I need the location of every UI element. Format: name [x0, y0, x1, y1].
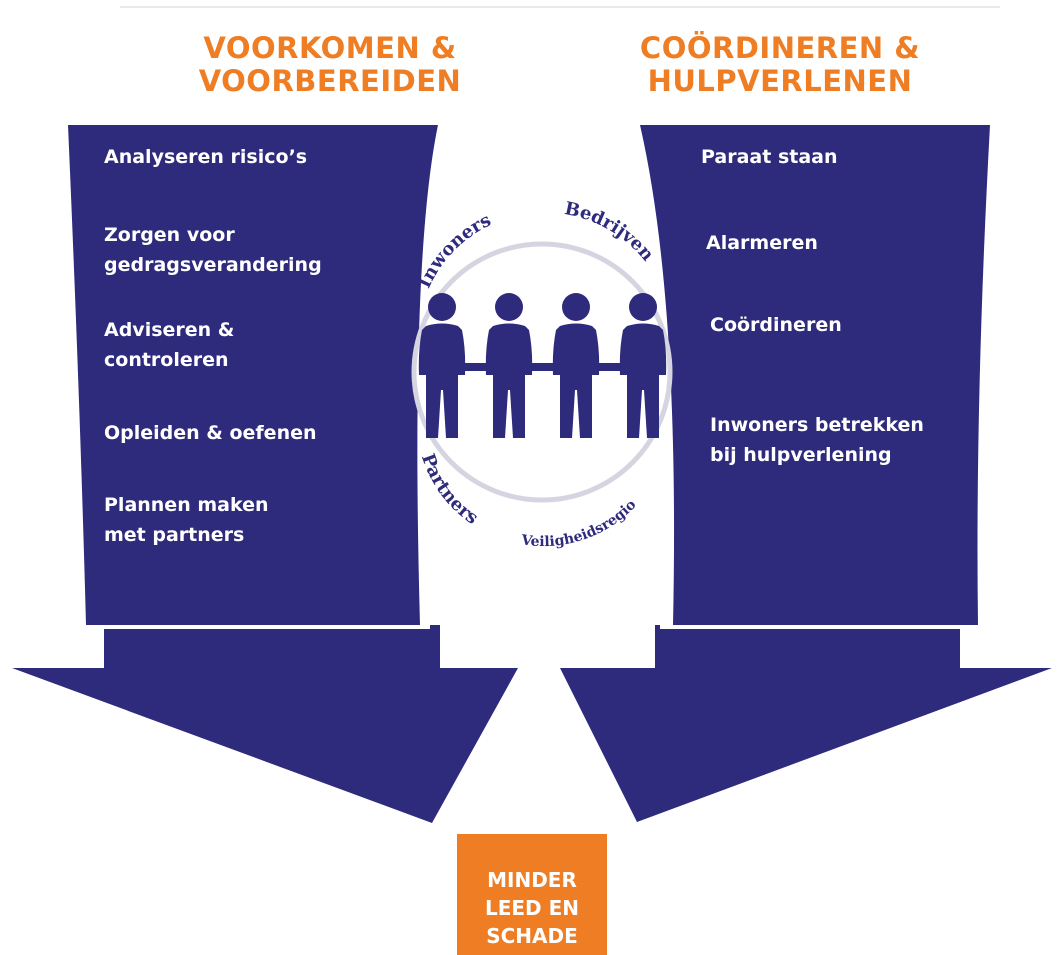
step-inwoners-betrekken: Inwoners betrekken bij hulpverlening [710, 410, 924, 470]
left-arrow-divider [90, 625, 430, 629]
right-arrow [560, 125, 1052, 822]
label-veiligheidsregio: Veiligheidsregio [519, 497, 639, 550]
step-plannen-maken: Plannen maken met partners [104, 490, 269, 550]
heading-voorkomen-voorbereiden: VOORKOMEN & VOORBEREIDEN [140, 32, 520, 98]
result-line: LEED EN [484, 896, 580, 920]
step-paraat-staan: Paraat staan [701, 142, 838, 172]
step-alarmeren: Alarmeren [706, 228, 818, 258]
step-line: Plannen maken [104, 494, 269, 516]
step-line: Coördineren [710, 314, 842, 336]
step-coordineren: Coördineren [710, 310, 842, 340]
result-box: MINDER LEED EN SCHADE [457, 834, 607, 955]
result-line: MINDER [487, 868, 577, 892]
community-circle [411, 241, 673, 503]
step-line: met partners [104, 524, 245, 546]
step-line: bij hulpverlening [710, 444, 892, 466]
people-group [418, 293, 667, 438]
step-line: Adviseren & [104, 319, 235, 341]
step-line: Alarmeren [706, 232, 818, 254]
step-line: Zorgen voor [104, 224, 235, 246]
step-opleiden-oefenen: Opleiden & oefenen [104, 418, 317, 448]
step-line: gedragsverandering [104, 254, 322, 276]
right-arrow-divider [660, 625, 985, 629]
step-line: Inwoners betrekken [710, 414, 924, 436]
heading-line: VOORBEREIDEN [198, 64, 462, 98]
step-adviseren-controleren: Adviseren & controleren [104, 315, 234, 375]
step-line: Analyseren risico’s [104, 146, 308, 168]
heading-line: HULPVERLENEN [647, 64, 913, 98]
step-analyseren-risicos: Analyseren risico’s [104, 142, 307, 172]
result-line: SCHADE [486, 924, 578, 948]
heading-line: VOORKOMEN & [203, 31, 457, 65]
heading-coordineren-hulpverlenen: COÖRDINEREN & HULPVERLENEN [580, 32, 980, 98]
step-line: Opleiden & oefenen [104, 422, 317, 444]
step-line: Paraat staan [701, 146, 838, 168]
left-arrow [12, 125, 518, 823]
step-gedragsverandering: Zorgen voor gedragsverandering [104, 220, 322, 280]
top-divider [120, 6, 1000, 8]
step-line: controleren [104, 349, 229, 371]
heading-line: COÖRDINEREN & [639, 31, 921, 65]
